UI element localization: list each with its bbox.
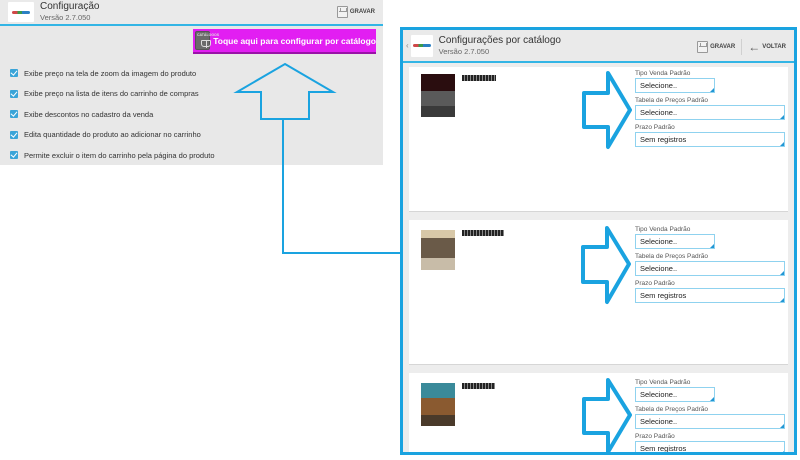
checkbox-checked[interactable] (10, 89, 18, 98)
back-button[interactable]: ← VOLTAR (748, 39, 786, 54)
divider (741, 38, 743, 55)
version-label: Versão 2.7.050 (438, 46, 490, 56)
tabela-precos-select[interactable]: Selecione.. (635, 105, 785, 120)
option-delete-item[interactable]: Permite excluir o item do carrinho pela … (10, 145, 215, 166)
version-label: Versão 2.7.050 (40, 13, 91, 23)
save-icon (697, 40, 709, 53)
prazo-select[interactable]: Sem registros (635, 288, 785, 303)
catalog-button-label: Toque aqui para configurar por catálogo (213, 35, 376, 46)
prazo-select[interactable]: Sem registros (635, 441, 785, 452)
catalog-config-screen: ‹ Configurações por catálogo Versão 2.7.… (400, 27, 797, 455)
checkbox-checked[interactable] (10, 151, 18, 160)
arrow-left-icon: ← (748, 39, 761, 54)
action-bar: Configuração Versão 2.7.050 GRAVAR (0, 0, 383, 26)
catalog-book-icon: CATÁLOGOS (195, 31, 219, 50)
app-logo (8, 2, 34, 22)
app-logo[interactable] (410, 34, 433, 57)
catalog-list: Tipo Venda Padrão Selecione.. Tabela de … (409, 67, 788, 452)
catalog-cover-image (421, 230, 455, 270)
option-zoom-price[interactable]: Exibe preço na tela de zoom da imagem do… (10, 63, 215, 84)
catalog-cover-image (421, 383, 455, 426)
page-title: Configurações por catálogo (438, 34, 561, 46)
save-icon (336, 6, 348, 18)
checkbox-checked[interactable] (10, 69, 18, 78)
catalog-card: Tipo Venda Padrão Selecione.. Tabela de … (409, 373, 788, 452)
catalog-card: Tipo Venda Padrão Selecione.. Tabela de … (409, 67, 788, 212)
tabela-precos-select[interactable]: Selecione.. (635, 261, 785, 276)
save-button[interactable]: GRAVAR (333, 6, 379, 18)
up-chevron-icon[interactable]: ‹ (406, 41, 409, 50)
checkbox-checked[interactable] (10, 130, 18, 139)
page-title: Configuração (40, 1, 100, 13)
option-show-discounts[interactable]: Exibe descontos no cadastro da venda (10, 104, 215, 125)
option-cart-price[interactable]: Exibe preço na lista de itens do carrinh… (10, 84, 215, 105)
option-edit-quantity[interactable]: Edita quantidade do produto ao adicionar… (10, 125, 215, 146)
catalog-name-redacted (462, 230, 504, 236)
prazo-select[interactable]: Sem registros (635, 132, 785, 147)
checkbox-checked[interactable] (10, 110, 18, 119)
catalog-cover-image (421, 74, 455, 117)
options-list: Exibe preço na tela de zoom da imagem do… (10, 63, 215, 166)
catalog-name-redacted (462, 75, 496, 81)
tipo-venda-select[interactable]: Selecione.. (635, 78, 715, 93)
config-screen: Configuração Versão 2.7.050 GRAVAR CATÁL… (0, 0, 383, 165)
action-bar: ‹ Configurações por catálogo Versão 2.7.… (403, 30, 794, 63)
catalog-name-redacted (462, 383, 495, 389)
tipo-venda-select[interactable]: Selecione.. (635, 234, 715, 249)
tipo-venda-select[interactable]: Selecione.. (635, 387, 715, 402)
configure-by-catalog-button[interactable]: CATÁLOGOS Toque aqui para configurar por… (193, 29, 376, 54)
tabela-precos-select[interactable]: Selecione.. (635, 414, 785, 429)
save-button[interactable]: GRAVAR (693, 40, 739, 53)
catalog-card: Tipo Venda Padrão Selecione.. Tabela de … (409, 220, 788, 365)
